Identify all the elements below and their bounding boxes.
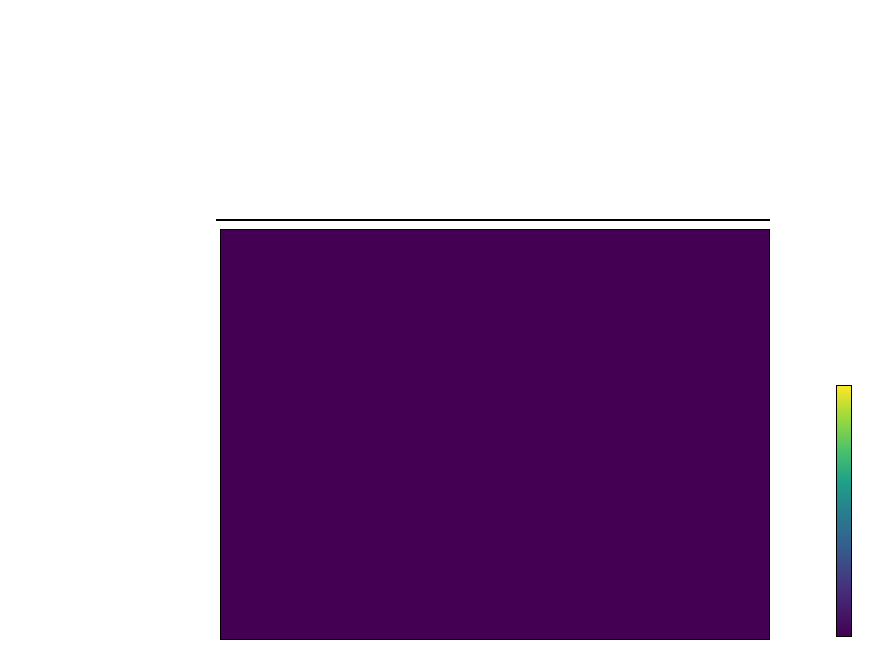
colorbar-ticks <box>852 385 873 637</box>
column-group-labels <box>216 0 770 210</box>
colorbar <box>836 385 852 637</box>
axis-spine <box>216 219 770 221</box>
row-dendrogram <box>770 229 832 640</box>
row-group-labels <box>0 229 199 640</box>
heatmap-canvas <box>221 230 769 639</box>
column-group-axis <box>216 219 770 229</box>
row-color-strip <box>203 229 216 640</box>
heatmap-body <box>220 229 770 640</box>
